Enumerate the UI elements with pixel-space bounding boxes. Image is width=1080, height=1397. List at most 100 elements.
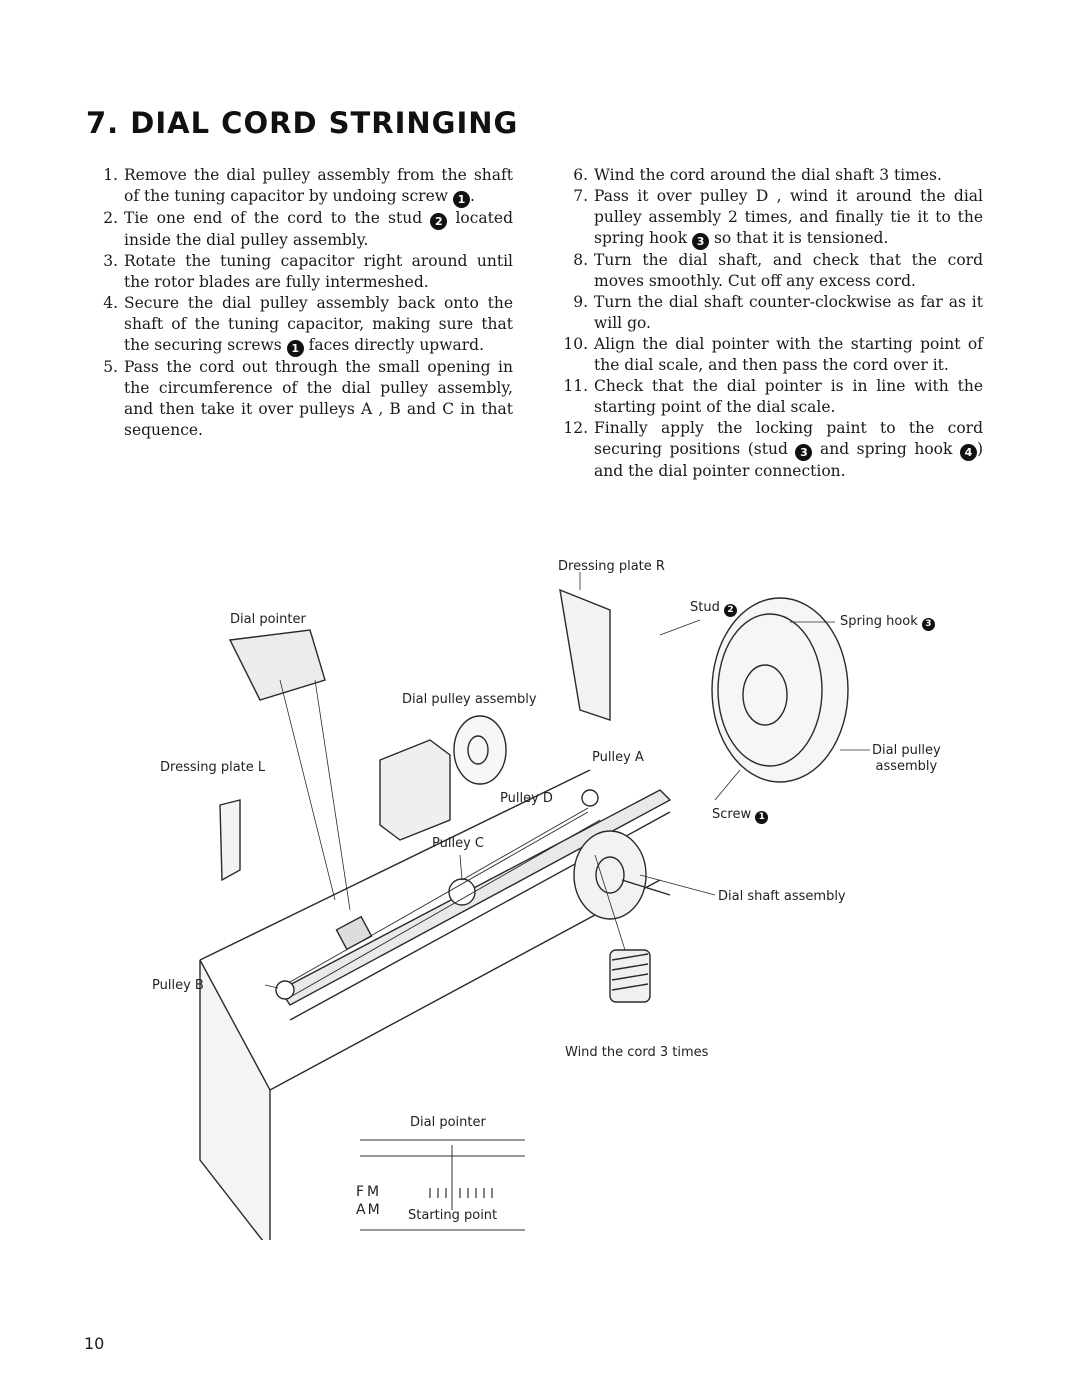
- step-text-segment: so that it is tensioned.: [709, 229, 889, 247]
- step-text-segment: Pass the cord out through the small open…: [124, 358, 513, 439]
- step-text-segment: Wind the cord around the dial shaft 3 ti…: [594, 166, 942, 184]
- step-number: 10.: [563, 335, 588, 353]
- reference-badge: 3: [692, 233, 710, 250]
- step-text-segment: faces directly upward.: [303, 336, 484, 354]
- step-text: Tie one end of the cord to the stud 2 lo…: [124, 208, 513, 251]
- step-text: Check that the dial pointer is in line w…: [594, 376, 983, 418]
- instruction-step: 6. Wind the cord around the dial shaft 3 …: [558, 165, 983, 186]
- step-text: Pass it over pulley D , wind it around t…: [594, 186, 983, 250]
- label-dial-pointer-bottom: Dial pointer: [410, 1115, 486, 1130]
- reference-badge: 2: [430, 213, 448, 230]
- step-text-segment: Check that the dial pointer is in line w…: [594, 377, 983, 416]
- chassis-plate: [199, 959, 271, 1240]
- instruction-step: 1.Remove the dial pulley assembly from t…: [88, 165, 513, 208]
- instruction-step: 2. Tie one end of the cord to the stud 2 …: [88, 208, 513, 251]
- label-dial-shaft-assembly: Dial shaft assembly: [718, 889, 846, 904]
- step-text-segment: Finally apply the locking paint to the c…: [594, 419, 983, 458]
- label-dial-pulley-right-1: Dial pulley: [872, 743, 941, 758]
- instructions-left-column: 1.Remove the dial pulley assembly from t…: [88, 165, 513, 441]
- step-text: Wind the cord around the dial shaft 3 ti…: [594, 165, 983, 186]
- shaft-spring: [609, 949, 651, 1003]
- step-text-segment: Tie one end of the cord to the stud: [124, 209, 431, 227]
- step-text: Remove the dial pulley assembly from the…: [124, 165, 513, 208]
- instruction-step: 8. Turn the dial shaft, and check that th…: [558, 250, 983, 292]
- label-dial-pulley-assembly: Dial pulley assembly: [402, 692, 537, 707]
- pulley-b-shape: [275, 980, 295, 1000]
- step-text-segment: ) and the dial pointer connection.: [594, 440, 983, 480]
- step-text-segment: Pass it over pulley D , wind it around t…: [594, 187, 983, 247]
- step-number: 5.: [103, 358, 118, 376]
- step-text: Rotate the tuning capacitor right around…: [124, 251, 513, 293]
- dial-pulley-large: [711, 597, 849, 783]
- dial-pulley-small: [453, 715, 507, 785]
- label-pulley-d: Pulley D: [500, 791, 553, 806]
- spring-hook-badge: 3: [921, 618, 935, 631]
- reference-badge: 4: [959, 444, 977, 461]
- pulley-d-shape: [581, 789, 599, 807]
- instruction-step: 11. Check that the dial pointer is in lin…: [558, 376, 983, 418]
- label-starting-point: Starting point: [408, 1208, 498, 1223]
- step-text-segment: Turn the dial shaft counter-clockwise as…: [594, 293, 983, 332]
- step-text: Turn the dial shaft counter-clockwise as…: [594, 292, 983, 334]
- instruction-step: 12. Finally apply the locking paint to th…: [558, 418, 983, 482]
- step-text: Pass the cord out through the small open…: [124, 357, 513, 441]
- label-dressing-plate-l: Dressing plate L: [160, 760, 266, 775]
- step-text: Align the dial pointer with the starting…: [594, 334, 983, 376]
- tuning-capacitor: [379, 739, 451, 841]
- label-screw: Screw 1: [712, 807, 769, 824]
- step-text-segment: Align the dial pointer with the starting…: [594, 335, 983, 374]
- stud-badge: 2: [723, 604, 737, 617]
- label-dial-pointer-top: Dial pointer: [230, 612, 306, 627]
- step-number: 12.: [563, 419, 588, 437]
- dial-cord-diagram: Dressing plate R Stud 2 Spring hook 3 Di…: [140, 550, 1000, 1240]
- step-number: 8.: [573, 251, 588, 269]
- label-screw-text: Screw: [712, 807, 752, 822]
- instructions-right-column: 6. Wind the cord around the dial shaft 3 …: [558, 165, 983, 482]
- reference-badge: 3: [795, 444, 813, 461]
- step-text-segment: Rotate the tuning capacitor right around…: [124, 252, 513, 291]
- dial-rail: [278, 789, 672, 1006]
- screw-badge: 1: [755, 811, 769, 824]
- instruction-step: 4. Secure the dial pulley assembly back o…: [88, 293, 513, 357]
- step-number: 2.: [103, 209, 118, 227]
- step-text: Finally apply the locking paint to the c…: [594, 418, 983, 482]
- label-fm: FM: [356, 1184, 383, 1200]
- label-spring-hook: Spring hook 3: [840, 614, 935, 631]
- reference-badge: 1: [286, 340, 304, 357]
- label-pulley-a: Pulley A: [592, 750, 644, 765]
- label-stud: Stud 2: [690, 600, 737, 617]
- instruction-step: 3. Rotate the tuning capacitor right arou…: [88, 251, 513, 293]
- dial-scale-inset: [360, 1139, 525, 1231]
- step-text-segment: Turn the dial shaft, and check that the …: [594, 251, 983, 290]
- label-pulley-b: Pulley B: [152, 978, 204, 993]
- pulley-c-shape: [448, 878, 476, 906]
- step-number: 4.: [103, 294, 118, 312]
- step-number: 11.: [563, 377, 588, 395]
- label-am: AM: [356, 1202, 382, 1218]
- section-title: 7. DIAL CORD STRINGING: [86, 106, 519, 140]
- step-number: 1.: [103, 166, 118, 184]
- dressing-plate-l: [219, 799, 241, 882]
- step-number: 7.: [573, 187, 588, 205]
- page-number: 10: [84, 1334, 105, 1353]
- label-stud-text: Stud: [690, 600, 720, 615]
- step-text: Secure the dial pulley assembly back ont…: [124, 293, 513, 357]
- reference-badge: 1: [452, 191, 470, 208]
- dial-shaft-drum: [573, 830, 647, 920]
- label-dial-pulley-right-2: assembly: [875, 759, 938, 774]
- step-number: 6.: [573, 166, 588, 184]
- step-text-segment: located inside the dial pulley assembly.: [124, 209, 513, 249]
- label-pulley-c: Pulley C: [432, 836, 484, 851]
- step-text-segment: .: [469, 187, 475, 205]
- step-number: 3.: [103, 252, 118, 270]
- step-text-segment: Remove the dial pulley assembly from the…: [124, 166, 513, 205]
- mechanism-drawing: [199, 572, 870, 1240]
- dial-pointer-part: [228, 629, 326, 701]
- label-spring-hook-text: Spring hook: [840, 614, 918, 629]
- step-text-segment: Secure the dial pulley assembly back ont…: [124, 294, 513, 354]
- instruction-step: 5. Pass the cord out through the small op…: [88, 357, 513, 441]
- dressing-plate-r: [559, 588, 611, 721]
- label-wind-cord: Wind the cord 3 times: [565, 1045, 709, 1060]
- instruction-step: 7. Pass it over pulley D , wind it around…: [558, 186, 983, 250]
